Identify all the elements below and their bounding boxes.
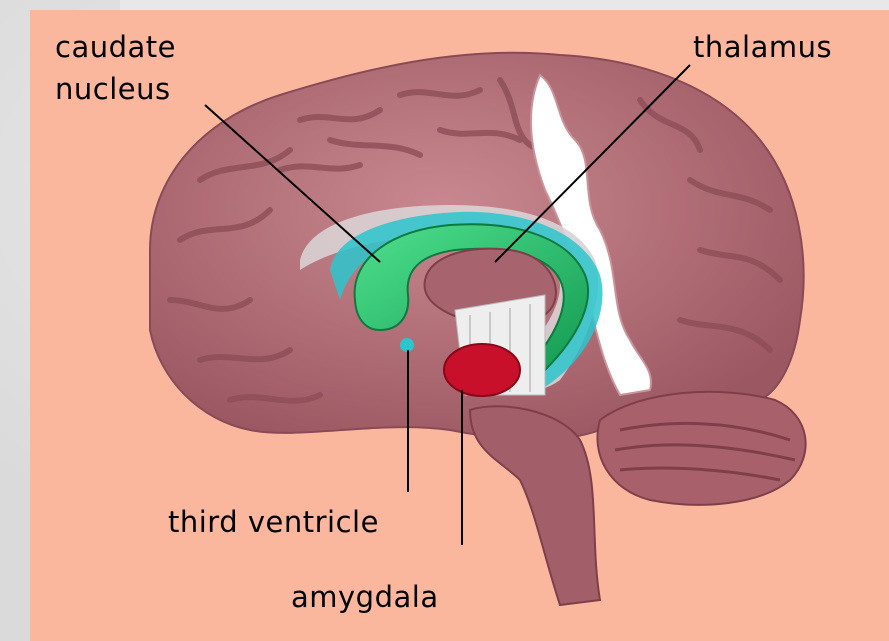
label-amygdala: amygdala [291, 580, 439, 614]
label-third-ventricle: third ventricle [168, 505, 379, 539]
third-ventricle-shape [400, 338, 414, 352]
label-caudate-line2: nucleus [55, 72, 171, 106]
label-caudate-line1: caudate [55, 30, 176, 64]
label-thalamus: thalamus [693, 30, 832, 64]
amygdala-shape [444, 344, 520, 396]
